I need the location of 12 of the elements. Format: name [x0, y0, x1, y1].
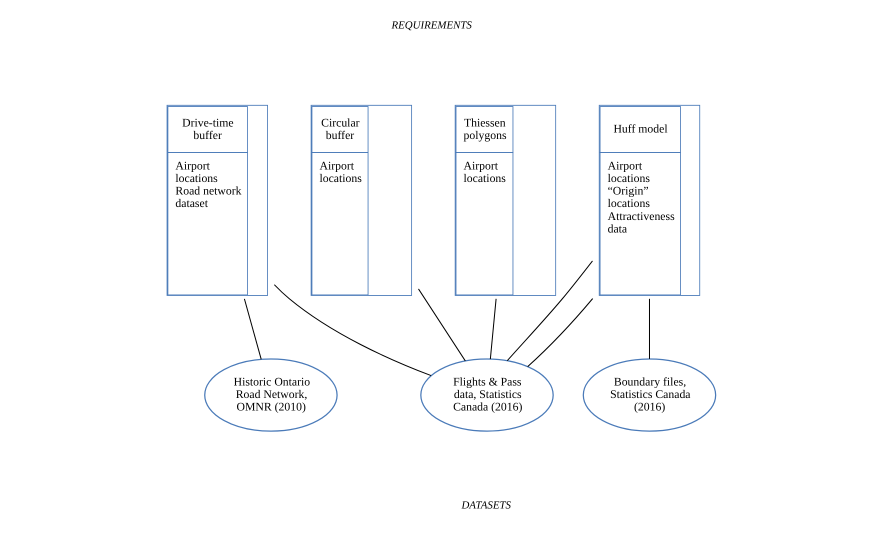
connector	[274, 284, 432, 376]
node-ellipse: Boundary files, Statistics Canada (2016)	[582, 358, 716, 432]
connector	[244, 298, 262, 360]
node-ellipse: Flights & Pass data, Statistics Canada (2016)	[420, 358, 554, 432]
connector	[490, 298, 497, 360]
connector	[648, 298, 650, 359]
label: DATASETS	[461, 499, 511, 512]
node-ellipse: Historic Ontario Road Network, OMNR (2010)	[204, 358, 338, 432]
label: REQUIREMENTS	[392, 20, 472, 32]
connector	[527, 298, 594, 368]
connector	[506, 260, 593, 362]
connector	[418, 288, 466, 362]
